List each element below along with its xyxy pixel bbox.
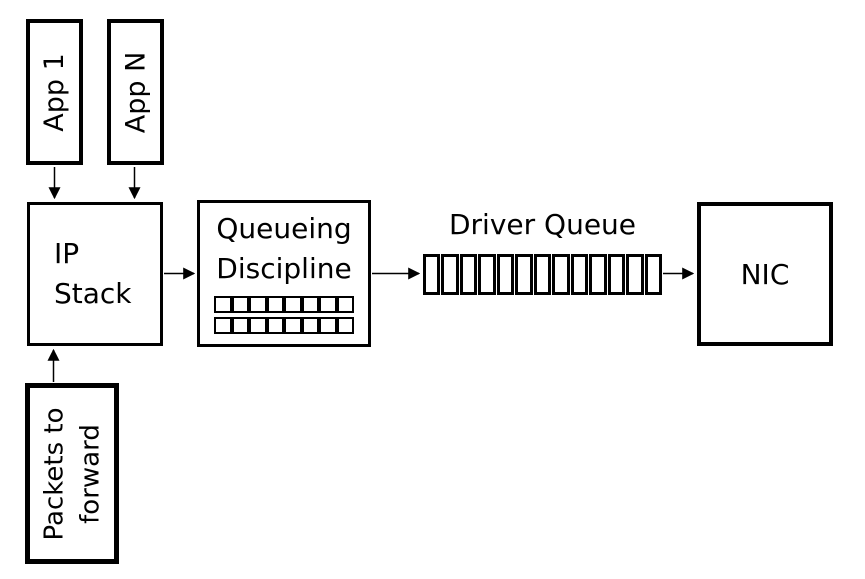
node-packets-to-forward-label-line1: Packets to bbox=[39, 407, 70, 540]
queue-cell bbox=[552, 254, 570, 295]
queue-cell bbox=[231, 296, 249, 313]
queue-cell bbox=[301, 317, 319, 334]
queue-cell bbox=[478, 254, 496, 295]
node-packets-to-forward-label-line2: forward bbox=[75, 423, 106, 524]
queue-cell bbox=[301, 296, 319, 313]
queue-cell bbox=[441, 254, 459, 295]
node-nic: NIC bbox=[697, 202, 833, 346]
queue-cell bbox=[459, 254, 478, 295]
driver-queue-label: Driver Queue bbox=[448, 208, 637, 241]
node-packets-to-forward-label: Packets to forward bbox=[36, 407, 108, 540]
node-queueing-discipline-label-line2: Discipline bbox=[216, 252, 352, 285]
node-nic-label: NIC bbox=[740, 257, 790, 291]
node-app-1-label: App 1 bbox=[39, 52, 71, 132]
queue-cell bbox=[626, 254, 644, 295]
node-ip-stack: IP Stack bbox=[27, 202, 163, 346]
node-app-n: App N bbox=[107, 19, 164, 165]
qdisc-queue-row-1 bbox=[214, 296, 354, 313]
queue-cell bbox=[644, 254, 663, 295]
queue-cell bbox=[319, 317, 337, 334]
queue-cell bbox=[249, 296, 267, 313]
queue-cell bbox=[284, 317, 302, 334]
queue-cell bbox=[515, 254, 533, 295]
queue-cell bbox=[423, 254, 441, 295]
node-app-n-label: App N bbox=[120, 51, 151, 133]
queue-cell bbox=[589, 254, 607, 295]
node-packets-to-forward: Packets to forward bbox=[25, 383, 119, 564]
queue-cell bbox=[607, 254, 626, 295]
queue-cell bbox=[570, 254, 589, 295]
node-app-1: App 1 bbox=[26, 19, 83, 165]
node-queueing-discipline-label-line1: Queueing bbox=[216, 212, 352, 245]
queue-cell bbox=[533, 254, 552, 295]
queue-cell bbox=[266, 296, 284, 313]
node-queueing-discipline: Queueing Discipline bbox=[197, 200, 371, 347]
queue-cell bbox=[336, 296, 354, 313]
queue-cell bbox=[214, 317, 232, 334]
queue-cell bbox=[214, 296, 232, 313]
driver-queue-cells bbox=[423, 254, 663, 295]
queue-cell bbox=[284, 296, 302, 313]
qdisc-queue-row-2 bbox=[214, 317, 354, 334]
node-ip-stack-label-line1: IP bbox=[54, 237, 80, 270]
node-ip-stack-label-line2: Stack bbox=[54, 277, 132, 310]
queue-cell bbox=[249, 317, 267, 334]
queue-cell bbox=[496, 254, 515, 295]
queue-cell bbox=[319, 296, 337, 313]
queue-cell bbox=[266, 317, 284, 334]
queue-cell bbox=[336, 317, 354, 334]
queue-cell bbox=[231, 317, 249, 334]
qdisc-queues bbox=[214, 296, 354, 334]
